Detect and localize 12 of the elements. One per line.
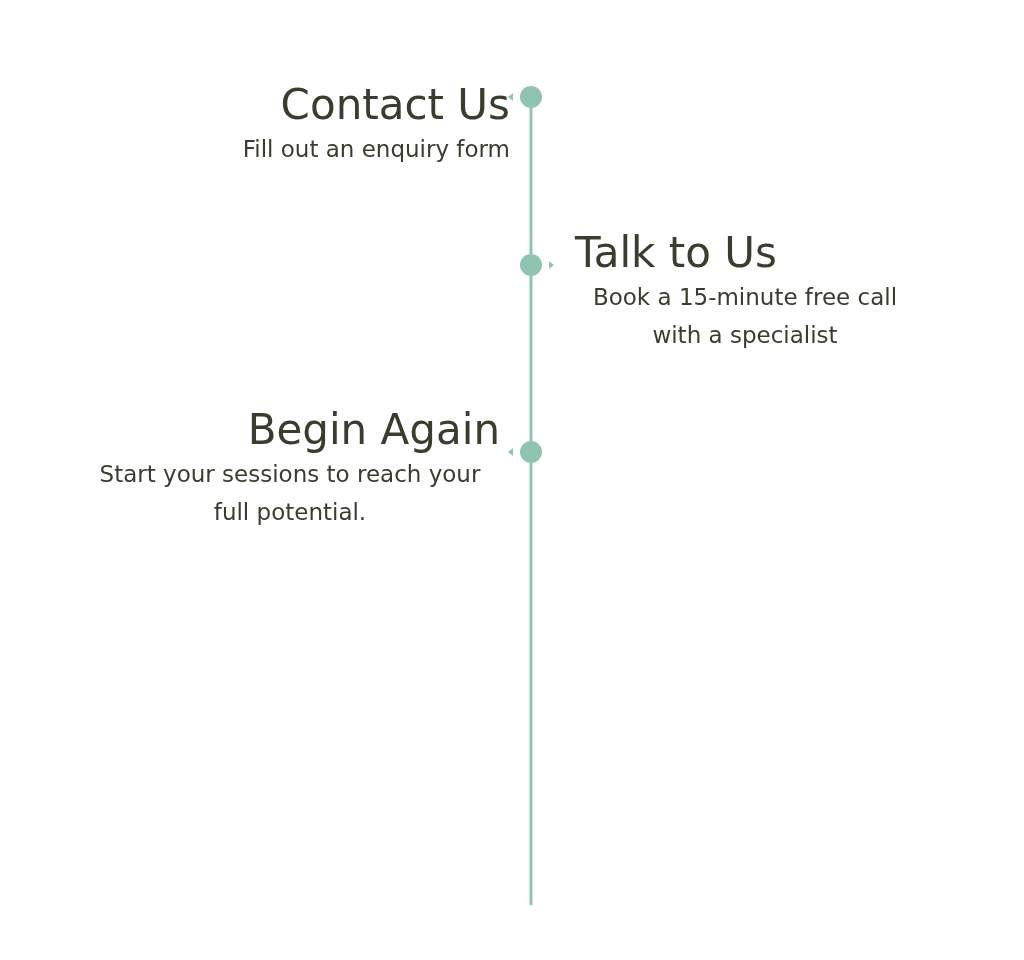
timeline-line	[529, 463, 533, 905]
step-heading: Contact Us	[279, 80, 510, 130]
timeline-marker	[520, 254, 554, 276]
step-description: Book a 15-minute free call with a specialist	[591, 283, 899, 350]
timeline-marker	[508, 86, 542, 108]
timeline-line	[529, 276, 533, 441]
step-description: Start your sessions to reach your full potential.	[98, 460, 482, 527]
step-heading: Talk to Us	[575, 228, 778, 278]
step-heading: Begin Again	[246, 405, 500, 455]
timeline-marker	[508, 441, 542, 463]
step-description: Fill out an enquiry form	[241, 135, 510, 164]
timeline-line	[529, 108, 533, 254]
